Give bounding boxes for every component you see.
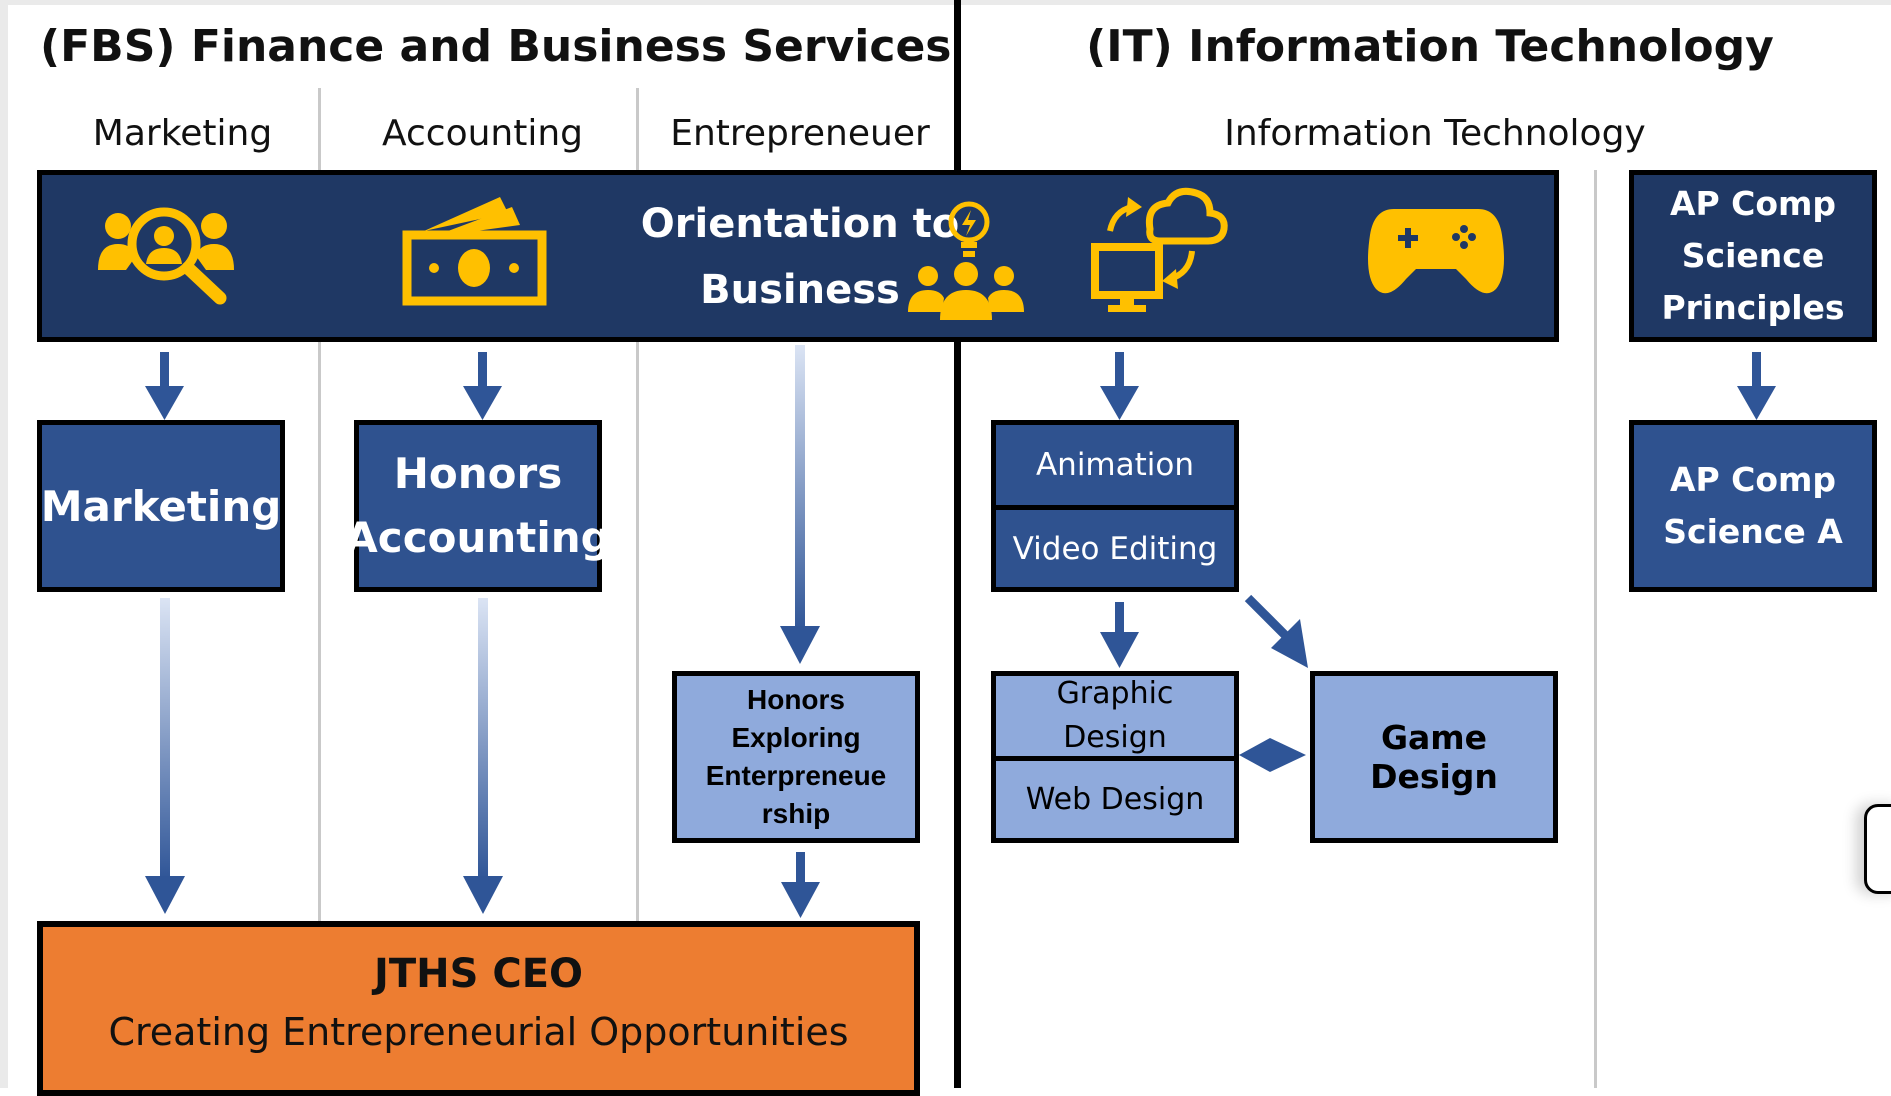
graphic-design-line1: Graphic [1056, 676, 1174, 711]
honors-exploring-line4: rship [761, 798, 831, 829]
graphic-design-line2: Design [1063, 720, 1167, 755]
subheader-it: Information Technology [1224, 113, 1646, 154]
orientation-line2: Business [700, 267, 900, 313]
honors-exploring-entrepreneurship-course: Honors Exploring Enterpreneue rship [672, 671, 920, 843]
ap-comp-science-principles: AP Comp Science Principles [1629, 170, 1877, 342]
ap-a-line1: AP Comp [1669, 460, 1837, 499]
honors-accounting-line2: Accounting [345, 513, 611, 562]
arrow-honors-exploring-to-ceo [781, 852, 820, 918]
divider-line [318, 88, 321, 1088]
ap-a-line2: Science A [1663, 512, 1843, 551]
arrow-banner-to-honors-exploring [780, 345, 820, 664]
ap-comp-science-a: AP Comp Science A [1629, 420, 1877, 592]
it-header: (IT) Information Technology [1086, 21, 1774, 72]
arrow-honors-accounting-to-ceo [463, 598, 503, 914]
honors-exploring-line2: Exploring [731, 722, 861, 753]
subheader-marketing: Marketing [92, 113, 273, 154]
divider-line [636, 88, 639, 1088]
marketing-course-label: Marketing [40, 481, 282, 531]
lightbulb-icon [948, 201, 990, 257]
arrow-banner-to-marketing [145, 352, 184, 420]
honors-accounting-line1: Honors [393, 449, 563, 498]
honors-exploring-line3: Enterpreneue [705, 760, 887, 791]
group-icon [908, 262, 1024, 320]
fbs-header: (FBS) Finance and Business Services [40, 21, 952, 72]
web-design-label: Web Design [1025, 782, 1205, 817]
game-design-course: Game Design [1310, 671, 1558, 843]
orientation-line1: Orientation to [640, 201, 960, 247]
subheader-entrepreneur: Entrepreneuer [670, 113, 930, 154]
game-design-label: Game Design [1370, 718, 1498, 796]
animation-label: Animation [1035, 447, 1195, 483]
jths-ceo-program: JTHS CEO Creating Entrepreneurial Opport… [37, 921, 920, 1096]
people-search-icon [98, 207, 234, 305]
ceo-subtitle: Creating Entrepreneurial Opportunities [108, 1009, 849, 1054]
ap-principles-line1: AP Comp [1669, 184, 1837, 223]
animation-course: Animation [991, 420, 1239, 510]
honors-accounting-course: Honors Accounting [345, 420, 611, 592]
marketing-course: Marketing [37, 420, 285, 592]
arrow-banner-to-animation [1100, 352, 1139, 420]
video-editing-course: Video Editing [991, 505, 1239, 592]
cash-icon [402, 197, 547, 306]
arrow-marketing-to-ceo [145, 598, 185, 914]
partial-side-handle[interactable] [1864, 804, 1891, 894]
arrow-banner-to-honors-accounting [463, 352, 502, 420]
orientation-banner [37, 170, 1559, 342]
video-editing-label: Video Editing [1012, 530, 1218, 567]
arrow-video-editing-to-graphic-design [1100, 602, 1139, 668]
fbs-it-divider [954, 0, 961, 1088]
subheader-accounting: Accounting [381, 113, 584, 154]
ap-principles-line3: Principles [1661, 288, 1845, 327]
ceo-title: JTHS CEO [373, 950, 584, 997]
divider-line [1594, 170, 1597, 1088]
gamepad-icon [1368, 209, 1504, 294]
arrow-graphic-game-bidirectional [1239, 738, 1306, 772]
honors-exploring-line1: Honors [747, 684, 845, 715]
cloud-computer-icon [1091, 187, 1228, 312]
web-design-course: Web Design [991, 756, 1239, 843]
ap-principles-line2: Science [1681, 236, 1825, 275]
arrow-video-editing-to-game-design [1244, 594, 1308, 668]
graphic-design-course: Graphic Design [991, 671, 1239, 761]
arrow-ap-principles-to-ap-a [1737, 352, 1776, 420]
